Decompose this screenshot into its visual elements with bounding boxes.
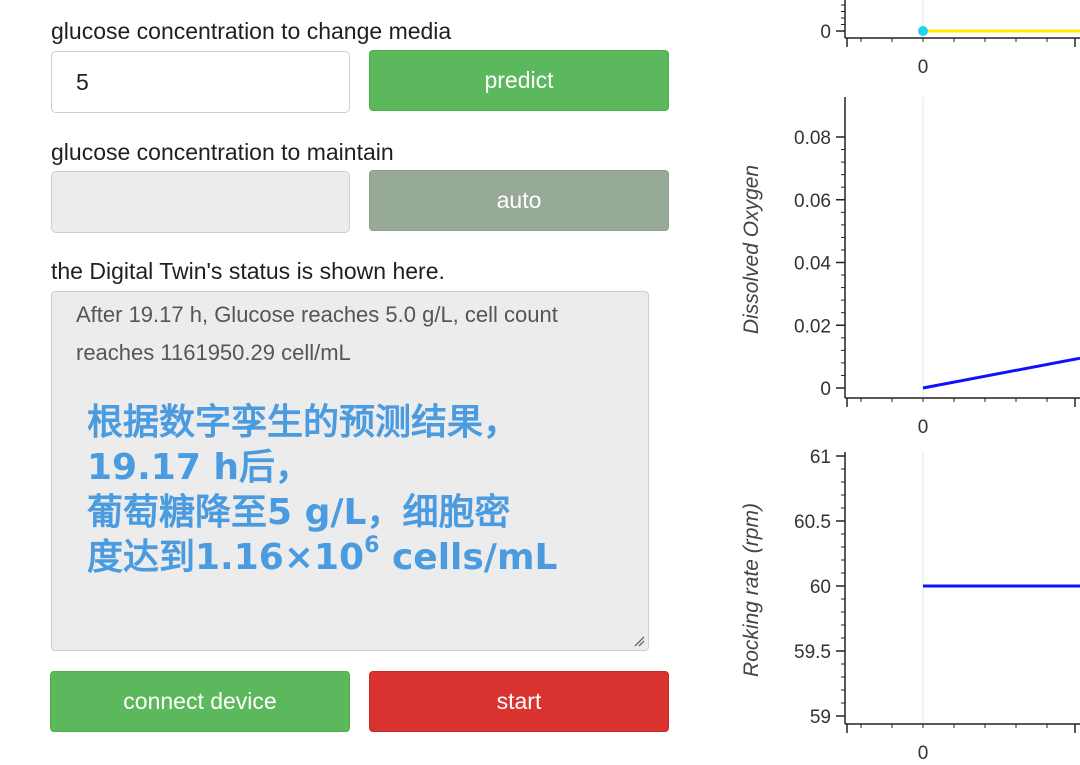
annotation-exponent: 6 [364, 533, 380, 558]
y-tick-label: 0 [820, 22, 831, 43]
y-tick-label: 0.06 [794, 191, 831, 212]
maintain-input[interactable] [51, 171, 350, 233]
change-media-input[interactable] [51, 51, 350, 113]
resize-handle-icon[interactable] [633, 635, 645, 647]
y-tick-label: 0.04 [794, 254, 831, 275]
y-axis-label: Rocking rate (rpm) [740, 503, 763, 677]
y-tick-label: 61 [810, 447, 831, 468]
predict-button[interactable]: predict [369, 50, 669, 111]
x-tick-label: 0 [918, 57, 929, 78]
start-button[interactable]: start [369, 671, 669, 732]
data-point [918, 26, 928, 36]
annotation-line-4-suffix: cells/mL [379, 537, 558, 578]
status-text: After 19.17 h, Glucose reaches 5.0 g/L, … [76, 302, 558, 365]
y-tick-label: 60.5 [794, 512, 831, 533]
series-line [922, 356, 1080, 390]
y-tick-label: 60 [810, 577, 831, 598]
annotation-line-4-prefix: 度达到1.16×10 [87, 537, 365, 578]
x-tick-label: 0 [918, 417, 929, 438]
chart-2: 0 0.02 0.04 0.06 0.08 0 Dissolved Oxygen [740, 97, 1080, 438]
annotation-line-2: 19.17 h后， [87, 447, 312, 488]
y-tick-label: 0.02 [794, 316, 831, 337]
status-label: the Digital Twin's status is shown here. [51, 258, 445, 284]
connect-device-button[interactable]: connect device [50, 671, 350, 732]
x-tick-label: 0 [918, 743, 929, 764]
y-tick-label: 59 [810, 707, 831, 728]
annotation-line-3: 葡萄糖降至5 g/L，细胞密 [87, 492, 511, 533]
auto-button[interactable]: auto [369, 170, 669, 231]
y-axis-label: Dissolved Oxygen [740, 165, 763, 334]
maintain-label: glucose concentration to maintain [51, 139, 394, 165]
annotation-line-1: 根据数字孪生的预测结果， [87, 402, 520, 443]
prediction-annotation: 根据数字孪生的预测结果， 19.17 h后， 葡萄糖降至5 g/L，细胞密 度达… [87, 400, 647, 580]
chart-3: 59 59.5 60 60.5 61 0 Rocking rate (rpm) [740, 447, 1080, 764]
y-tick-label: 0.08 [794, 128, 831, 149]
status-textarea[interactable]: After 19.17 h, Glucose reaches 5.0 g/L, … [51, 291, 649, 651]
y-tick-label: 59.5 [794, 642, 831, 663]
y-tick-label: 0 [820, 379, 831, 400]
change-media-label: glucose concentration to change media [51, 18, 452, 44]
annotation-line-4: 度达到1.16×106 cells/mL [87, 535, 647, 580]
chart-1: 00 [820, 0, 1080, 78]
